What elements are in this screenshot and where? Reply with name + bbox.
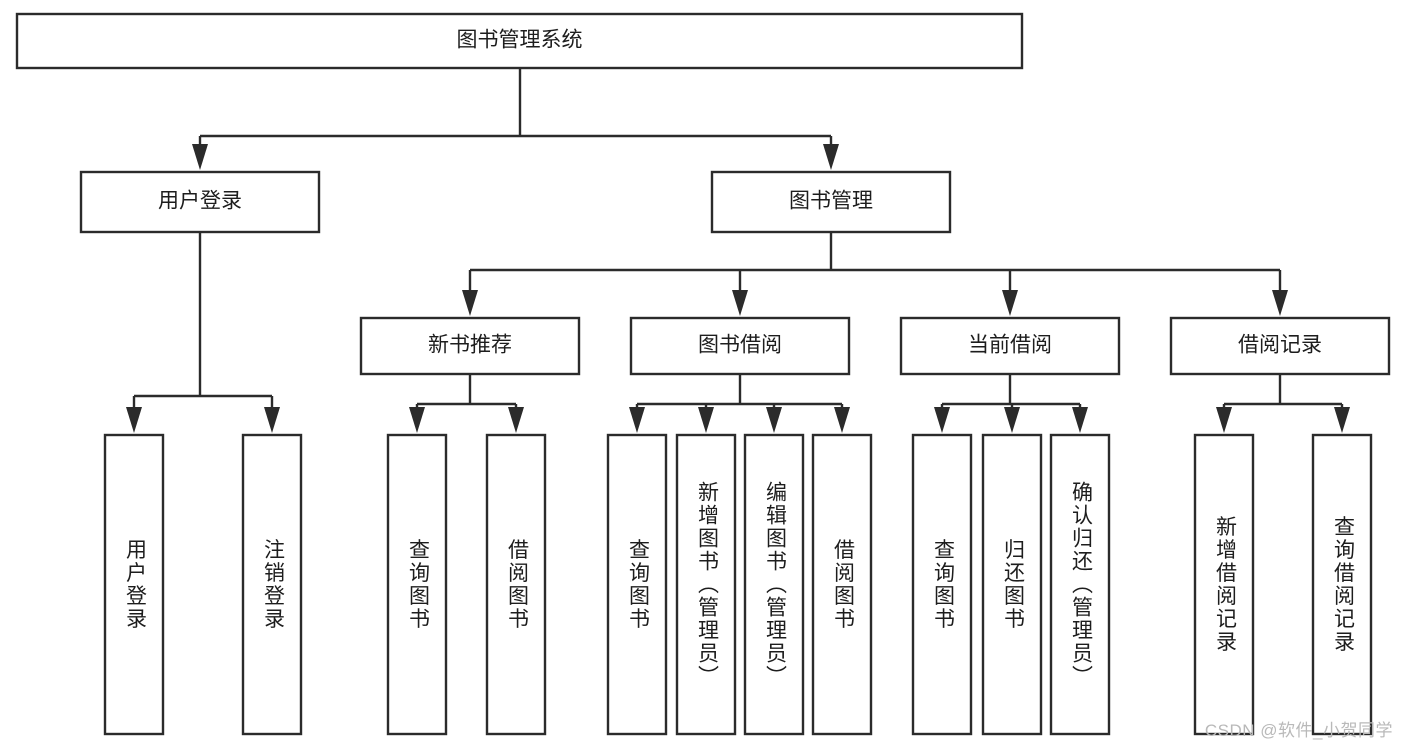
arrow-head-icon [1072, 407, 1088, 433]
node-leaf-borrow-book-2-label: 借阅图书 [831, 539, 855, 631]
node-leaf-add-borrow-record-label: 新增借阅记录 [1213, 516, 1237, 654]
node-leaf-query-book-3[interactable]: 查询图书 [911, 433, 973, 736]
arrow-head-icon [732, 290, 748, 316]
node-leaf-query-book-1-label: 查询图书 [406, 539, 430, 631]
node-book-manage-label: 图书管理 [789, 190, 873, 213]
arrow-head-icon [1002, 290, 1018, 316]
arrow-head-icon [934, 407, 950, 433]
node-leaf-return-book-label: 归还图书 [1001, 539, 1025, 631]
node-leaf-query-book-2-label: 查询图书 [626, 539, 650, 631]
arrow-head-icon [264, 407, 280, 433]
arrow-head-icon [1334, 407, 1350, 433]
node-leaf-query-book-1[interactable]: 查询图书 [386, 433, 448, 736]
node-leaf-add-borrow-record-box[interactable] [1193, 433, 1255, 736]
node-root-system[interactable]: 图书管理系统 [15, 12, 1024, 70]
node-current-borrow[interactable]: 当前借阅 [899, 316, 1121, 376]
node-book-borrow-label: 图书借阅 [698, 334, 782, 357]
node-leaf-user-login-box[interactable] [103, 433, 165, 736]
arrow-head-icon [409, 407, 425, 433]
node-leaf-query-book-3-label: 查询图书 [931, 539, 955, 631]
node-leaf-return-book[interactable]: 归还图书 [981, 433, 1043, 736]
node-leaf-query-book-2[interactable]: 查询图书 [606, 433, 668, 736]
connector-layer [126, 68, 1350, 433]
node-leaf-query-book-3-box[interactable] [911, 433, 973, 736]
node-leaf-query-borrow-record-box[interactable] [1311, 433, 1373, 736]
node-leaf-confirm-return-admin-box[interactable] [1049, 433, 1111, 736]
node-current-borrow-label: 当前借阅 [968, 334, 1052, 357]
arrow-head-icon [126, 407, 142, 433]
node-leaf-query-book-2-box[interactable] [606, 433, 668, 736]
node-borrow-record[interactable]: 借阅记录 [1169, 316, 1391, 376]
node-leaf-borrow-book-1[interactable]: 借阅图书 [485, 433, 547, 736]
node-leaf-add-book-admin-label: 新增图书（管理员） [695, 481, 719, 688]
node-leaf-query-book-1-box[interactable] [386, 433, 448, 736]
node-leaf-borrow-book-1-box[interactable] [485, 433, 547, 736]
node-user-login[interactable]: 用户登录 [79, 170, 321, 234]
node-leaf-edit-book-admin-label: 编辑图书（管理员） [763, 481, 787, 688]
node-leaf-confirm-return-admin-label: 确认归还（管理员） [1069, 481, 1093, 688]
node-leaf-edit-book-admin[interactable]: 编辑图书（管理员） [743, 433, 805, 736]
node-layer: 图书管理系统用户登录图书管理新书推荐图书借阅当前借阅借阅记录用户登录注销登录查询… [15, 12, 1391, 736]
arrow-head-icon [1272, 290, 1288, 316]
node-leaf-borrow-book-2[interactable]: 借阅图书 [811, 433, 873, 736]
arrow-head-icon [834, 407, 850, 433]
node-new-book-recommend-box[interactable] [359, 316, 581, 376]
node-leaf-add-borrow-record[interactable]: 新增借阅记录 [1193, 433, 1255, 736]
node-book-manage[interactable]: 图书管理 [710, 170, 952, 234]
node-leaf-user-logout-label: 注销登录 [261, 539, 285, 631]
node-book-borrow[interactable]: 图书借阅 [629, 316, 851, 376]
arrow-head-icon [1216, 407, 1232, 433]
node-new-book-recommend-label: 新书推荐 [428, 334, 512, 357]
arrow-head-icon [766, 407, 782, 433]
arrow-head-icon [1004, 407, 1020, 433]
node-root-system-box[interactable] [15, 12, 1024, 70]
node-leaf-borrow-book-1-label: 借阅图书 [505, 539, 529, 631]
node-leaf-user-login[interactable]: 用户登录 [103, 433, 165, 736]
node-borrow-record-box[interactable] [1169, 316, 1391, 376]
node-current-borrow-box[interactable] [899, 316, 1121, 376]
node-leaf-edit-book-admin-box[interactable] [743, 433, 805, 736]
node-leaf-query-borrow-record-label: 查询借阅记录 [1331, 516, 1355, 654]
node-leaf-user-logout-box[interactable] [241, 433, 303, 736]
node-book-manage-box[interactable] [710, 170, 952, 234]
arrow-head-icon [823, 144, 839, 170]
node-leaf-add-book-admin[interactable]: 新增图书（管理员） [675, 433, 737, 736]
arrow-head-icon [462, 290, 478, 316]
node-leaf-user-login-label: 用户登录 [123, 539, 147, 631]
arrow-head-icon [698, 407, 714, 433]
node-book-borrow-box[interactable] [629, 316, 851, 376]
node-leaf-user-logout[interactable]: 注销登录 [241, 433, 303, 736]
node-leaf-return-book-box[interactable] [981, 433, 1043, 736]
node-root-system-label: 图书管理系统 [457, 29, 583, 52]
node-leaf-query-borrow-record[interactable]: 查询借阅记录 [1311, 433, 1373, 736]
arrow-head-icon [629, 407, 645, 433]
node-user-login-box[interactable] [79, 170, 321, 234]
node-leaf-confirm-return-admin[interactable]: 确认归还（管理员） [1049, 433, 1111, 736]
node-borrow-record-label: 借阅记录 [1238, 334, 1322, 357]
node-leaf-borrow-book-2-box[interactable] [811, 433, 873, 736]
node-user-login-label: 用户登录 [158, 190, 242, 213]
node-leaf-add-book-admin-box[interactable] [675, 433, 737, 736]
node-new-book-recommend[interactable]: 新书推荐 [359, 316, 581, 376]
arrow-head-icon [508, 407, 524, 433]
arrow-head-icon [192, 144, 208, 170]
